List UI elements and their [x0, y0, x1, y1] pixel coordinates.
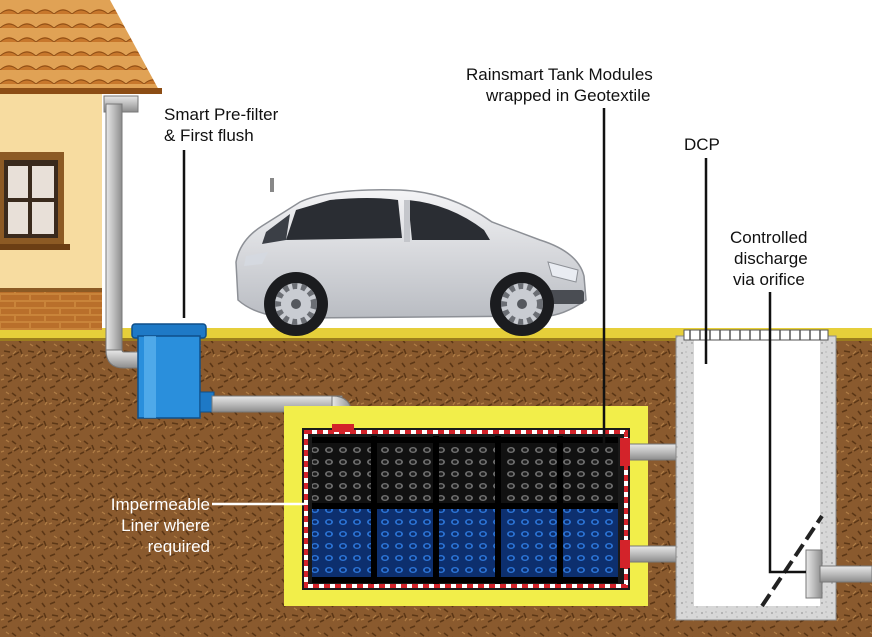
suv-car-illustration — [235, 178, 587, 336]
control-pit — [675, 329, 872, 621]
label-prefilter-line2: & First flush — [164, 126, 254, 145]
house-illustration — [0, 0, 162, 330]
overflow-weir — [760, 514, 824, 608]
tank-module-grid — [302, 428, 630, 590]
label-liner-line3: required — [147, 537, 210, 556]
label-liner-line1: Impermeable — [110, 495, 210, 514]
window-icon — [0, 152, 70, 250]
label-discharge-line3: via orifice — [733, 270, 805, 289]
leader-lines — [182, 108, 806, 574]
front-wheel-icon — [490, 272, 554, 336]
inlet-flange — [332, 424, 354, 432]
ground-surface-strip — [0, 328, 872, 341]
downpipe — [103, 95, 141, 369]
prefilter-unit-icon — [128, 300, 215, 419]
label-dcp: DCP — [684, 135, 720, 154]
label-tank-modules-line1: Rainsmart Tank Modules — [466, 65, 653, 84]
label-liner-line2: Liner where — [121, 516, 210, 535]
label-tank-modules-line2: wrapped in Geotextile — [486, 86, 651, 105]
label-discharge-line2: discharge — [734, 249, 808, 268]
rear-wheel-icon — [264, 272, 328, 336]
discharge-pipe — [819, 565, 872, 583]
label-prefilter-line1: Smart Pre-filter — [164, 105, 279, 124]
label-discharge-line1: Controlled — [730, 228, 808, 247]
